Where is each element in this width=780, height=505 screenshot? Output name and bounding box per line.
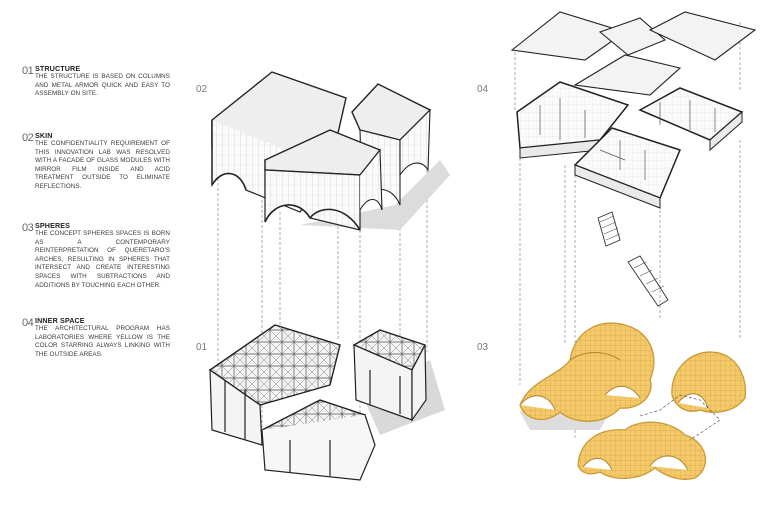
legend-structure: 01 STRUCTURE THE STRUCTURE IS BASED ON C… [22, 64, 170, 99]
stage-label-04: 04 [477, 84, 489, 95]
legend-skin: 02 SKIN THE CONFIDENTIALITY REQUIREMENT … [22, 131, 170, 192]
legend-number: 03 [22, 222, 34, 234]
legend-title: SKIN [35, 131, 53, 140]
legend-spheres: 03 SPHERES THE CONCEPT SPHERES SPACES IS… [22, 221, 170, 290]
legend-body: THE STRUCTURE IS BASED ON COLUMNS AND ME… [35, 73, 170, 98]
legend-number: 01 [22, 65, 34, 77]
legend-title: STRUCTURE [35, 64, 81, 73]
legend-title: SPHERES [35, 221, 71, 230]
stage-label-02: 02 [196, 84, 208, 95]
stage-02-skin [211, 71, 450, 231]
legend-body: THE ARCHITECTURAL PROGRAM HAS LABORATORI… [35, 325, 170, 358]
stage-01-structure [208, 324, 445, 481]
stage-label-03: 03 [477, 342, 489, 353]
stage-label-01: 01 [196, 342, 208, 353]
legend-number: 04 [22, 317, 34, 329]
legend-title: INNER SPACE [35, 316, 85, 325]
legend-number: 02 [22, 132, 34, 144]
legend-inner-space: 04 INNER SPACE THE ARCHITECTURAL PROGRAM… [22, 316, 170, 359]
legend-body: THE CONFIDENTIALITY REQUIREMENT OF THIS … [35, 140, 170, 190]
stage-03-spheres [519, 322, 747, 480]
legend-body: THE CONCEPT SPHERES SPACES IS BORN AS A … [35, 230, 170, 289]
stage-04-inner-space [510, 11, 757, 307]
